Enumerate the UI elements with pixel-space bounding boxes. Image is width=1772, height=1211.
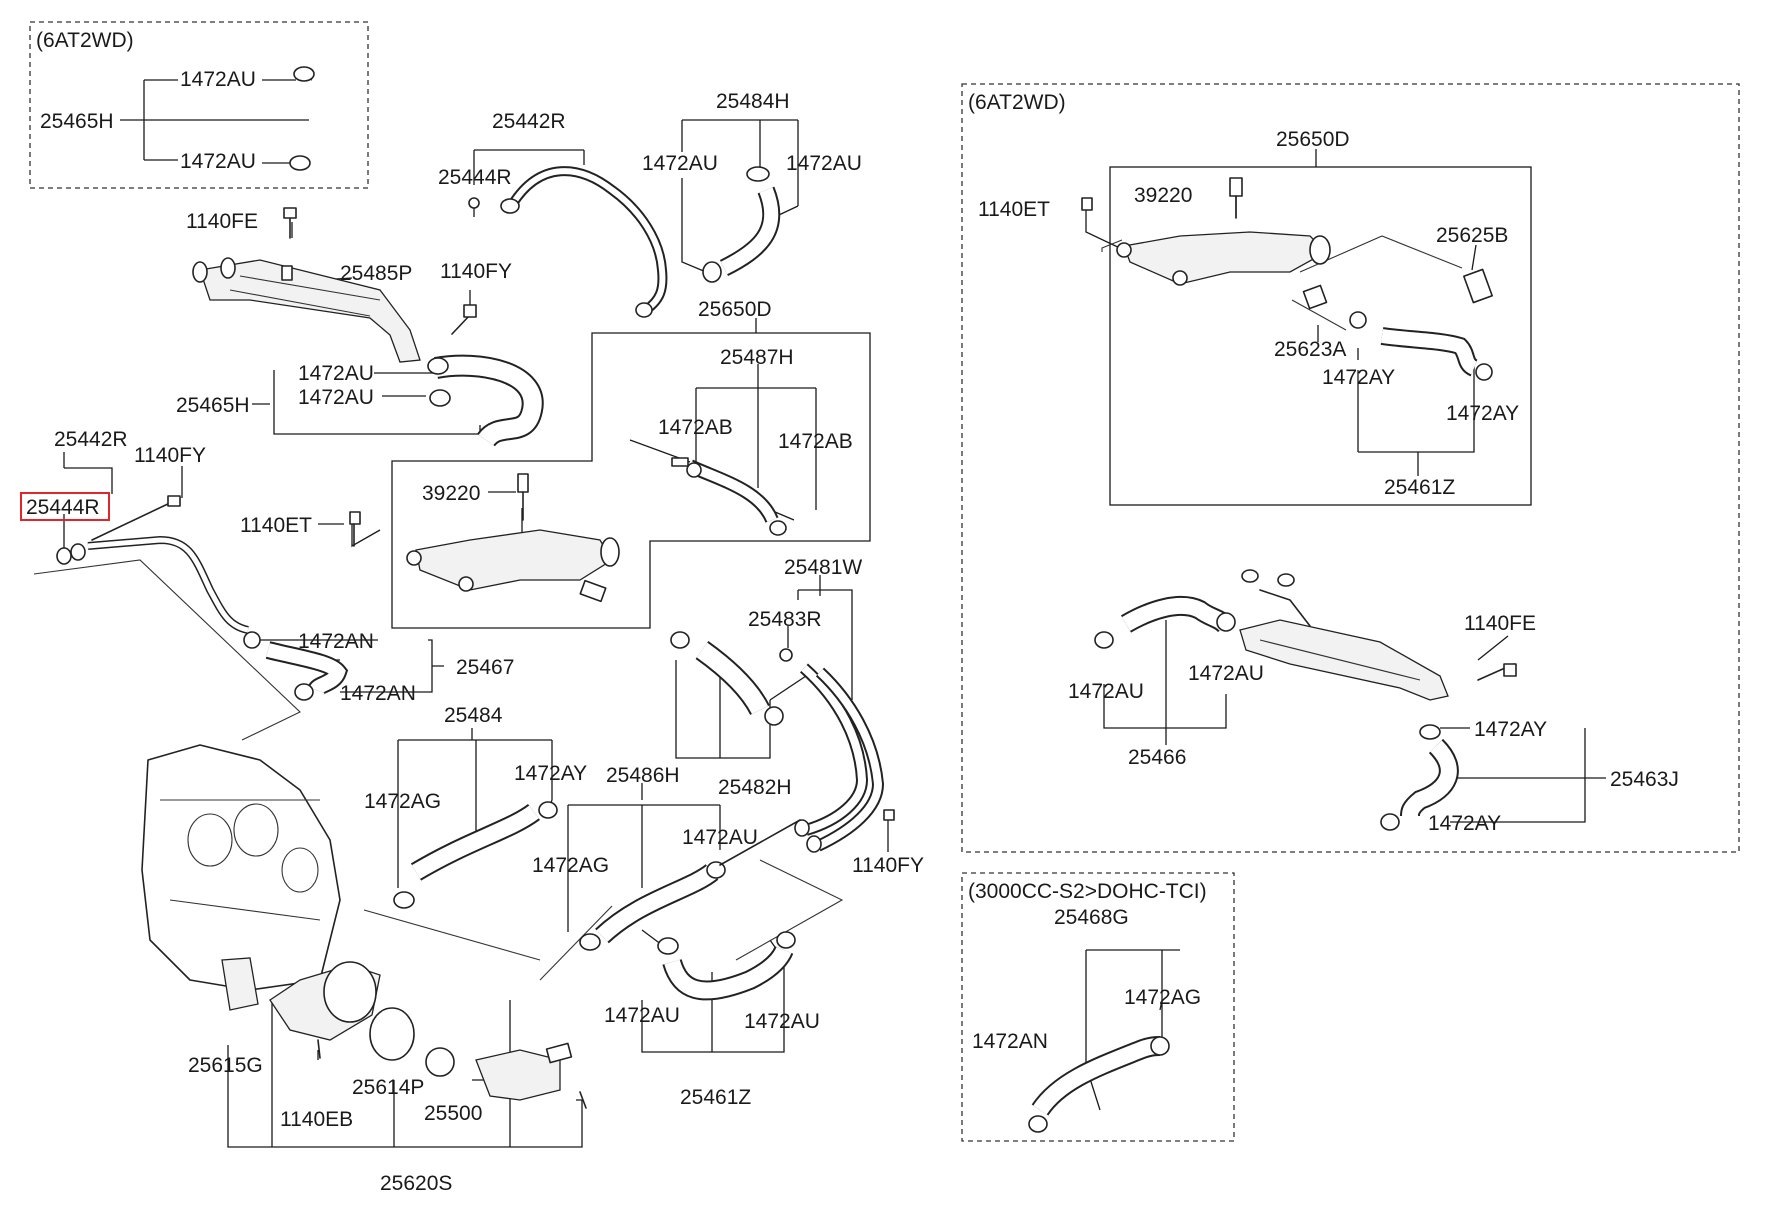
part-label: 25481W (784, 556, 862, 579)
part-label: 1472AU (298, 386, 374, 409)
part-label: 25482H (718, 776, 792, 799)
part-label: 25487H (720, 346, 794, 369)
hose-25463j (1380, 724, 1459, 831)
pipe-assembly-lower-right (1239, 569, 1517, 701)
part-labels: 25465H 1472AU 1472AU 25442R 25444R 25484… (26, 68, 1679, 1195)
group-box-right (961, 83, 1740, 853)
part-label: 25620S (380, 1172, 452, 1195)
part-label: 1140ET (240, 514, 312, 537)
part-label: 1472AN (972, 1030, 1048, 1053)
part-label: 25650D (1276, 128, 1350, 151)
leader-lines (63, 79, 1606, 1148)
part-label: 25466 (1128, 746, 1186, 769)
part-label: 25486H (606, 764, 680, 787)
part-label: 1472AU (786, 152, 862, 175)
part-label: 25465H (176, 394, 250, 417)
part-label: 1472AU (744, 1010, 820, 1033)
group-caption-bottom-right: (3000CC-S2>DOHC-TCI) (968, 880, 1207, 903)
part-label: 1472AY (1446, 402, 1519, 425)
group-caption-right: (6AT2WD) (968, 91, 1066, 114)
part-label: 25615G (188, 1054, 263, 1077)
part-label: 25485P (340, 262, 412, 285)
part-label: 1140FE (186, 210, 258, 233)
part-label: 1472AU (604, 1004, 680, 1027)
subassembly-box-center (391, 332, 871, 629)
pipe-25442r-top (468, 166, 668, 318)
part-label: 25500 (424, 1102, 482, 1125)
hose-25482h (670, 631, 784, 726)
part-label: 1472AG (364, 790, 441, 813)
part-label: 1472AB (658, 416, 733, 439)
hose-25465h-top (289, 66, 353, 171)
part-label: 1472AY (1428, 812, 1501, 835)
hose-25467 (243, 631, 349, 701)
engine-block (141, 744, 341, 991)
part-label: 1472AU (298, 362, 374, 385)
part-label: 25465H (40, 110, 114, 133)
crossover-pipe-25485p (192, 207, 477, 363)
pipe-25481w (779, 648, 895, 853)
part-label: 1472AY (1474, 718, 1547, 741)
centerlines (33, 235, 1463, 981)
part-label: 1140FE (1464, 612, 1536, 635)
part-label: 1140ET (978, 198, 1050, 221)
hose-25487h (671, 457, 787, 536)
part-label: 25625B (1436, 224, 1508, 247)
part-label: 1140EB (280, 1108, 353, 1131)
part-label: 39220 (422, 482, 480, 505)
hose-25461z-bottom (657, 931, 796, 1001)
hose-25484h-top (702, 166, 781, 283)
part-label: 25483R (748, 608, 822, 631)
part-label: 1472AU (642, 152, 718, 175)
hose-25484 (393, 801, 558, 909)
part-label: 1140FY (852, 854, 924, 877)
part-label: 25484 (444, 704, 503, 727)
part-label: 1140FY (440, 260, 512, 283)
part-label: 25444R (438, 166, 512, 189)
subassembly-box-right (1109, 166, 1532, 506)
part-label: 25623A (1274, 338, 1346, 361)
part-label: 1472AU (180, 68, 256, 91)
part-label: 25442R (492, 110, 566, 133)
part-label: 25484H (716, 90, 790, 113)
part-label: 1472AN (340, 682, 416, 705)
part-label: 25614P (352, 1076, 424, 1099)
water-outlet-25650d-right (1081, 177, 1493, 310)
thermostat-assembly-25620s (221, 957, 587, 1109)
pipe-25442r-left (56, 495, 250, 634)
part-label: 25463J (1610, 768, 1679, 791)
group-box-bottom-right (961, 872, 1235, 1142)
part-label: 1472AG (532, 854, 609, 877)
hose-25465h-left (427, 354, 544, 448)
part-label: 1472AB (778, 430, 853, 453)
part-label: 25467 (456, 656, 514, 679)
part-label: 25650D (698, 298, 772, 321)
part-label: 1472AG (1124, 986, 1201, 1009)
part-label: 1472AU (1188, 662, 1264, 685)
part-label: 1472AU (1068, 680, 1144, 703)
part-label: 1472AU (180, 150, 256, 173)
part-label: 25461Z (680, 1086, 751, 1109)
part-label: 1140FY (134, 444, 206, 467)
part-label: 1472AU (682, 826, 758, 849)
hose-25466 (1094, 595, 1236, 649)
highlight-box-25444r (20, 492, 110, 521)
hose-25468g (1028, 1036, 1170, 1133)
part-label: 25444R (26, 496, 100, 519)
part-label: 1472AN (298, 630, 374, 653)
water-outlet-25650d-center (349, 473, 620, 603)
part-label: 39220 (1134, 184, 1192, 207)
part-label: 1472AY (514, 762, 587, 785)
hose-25461z-right (1349, 311, 1493, 381)
hose-25486h (579, 819, 801, 951)
group-caption-top-left: (6AT2WD) (36, 29, 134, 52)
part-label: 25468G (1054, 906, 1129, 929)
part-label: 25442R (54, 428, 128, 451)
part-label: 25461Z (1384, 476, 1455, 499)
part-label: 1472AY (1322, 366, 1395, 389)
